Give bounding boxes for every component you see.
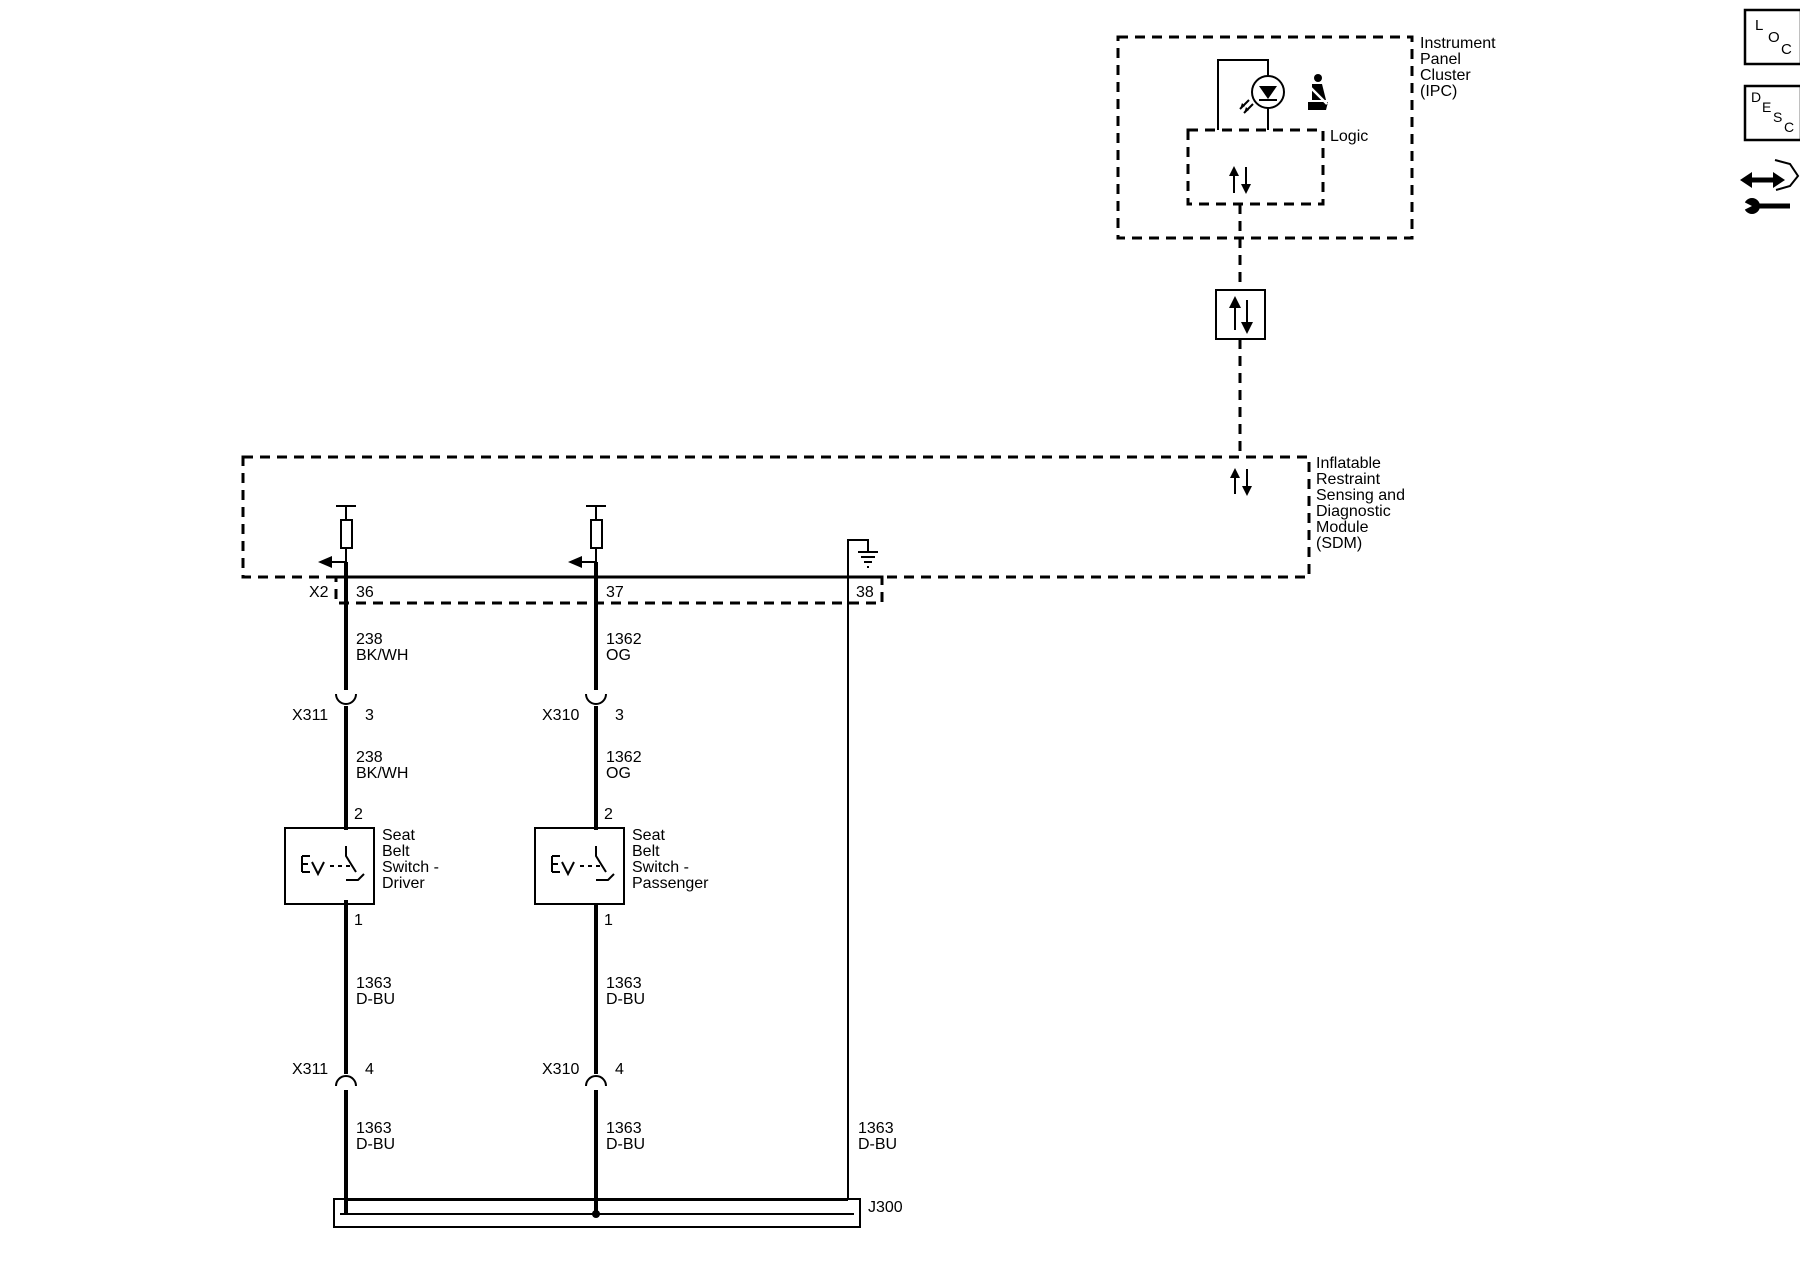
seat-belt-sensor-icon (551, 855, 560, 873)
desc-button[interactable]: D E S C (1743, 84, 1800, 142)
driver-upper-wire-color: BK/WH (356, 647, 408, 664)
connector-x2-label: X2 (309, 584, 329, 601)
inline-connector-x310-bottom[interactable] (585, 1075, 607, 1087)
seat-belt-sensor-icon (301, 855, 310, 873)
inline-connector-x311-top[interactable] (335, 693, 357, 705)
serial-data-box (1215, 289, 1266, 340)
driver-input-pullup (318, 505, 356, 568)
passenger-lower-wire-color: D-BU (606, 991, 645, 1008)
pin-37-label: 37 (606, 584, 624, 601)
passenger-switch-name-line-3: Switch - (632, 859, 689, 876)
passenger-ground-wire-circuit: 1363 (606, 1120, 642, 1137)
sdm-name-line-6: (SDM) (1316, 535, 1362, 552)
passenger-switch-pin-bottom: 1 (604, 912, 613, 929)
splice-j300[interactable]: J300 (333, 1198, 903, 1228)
driver-lower-wire-circuit: 1363 (356, 975, 392, 992)
ground-return-wire-circuit: 1363 (858, 1120, 894, 1137)
ipc-boundary (1116, 35, 1414, 240)
splice-point (592, 1210, 600, 1218)
passenger-switch-name-line-1: Seat (632, 827, 665, 844)
passenger-circuit: 1362 OG X310 3 1362 OG 2 Seat Belt Switc… (534, 562, 709, 1214)
driver-switch-name-line-4: Driver (382, 875, 425, 892)
sdm-name-line-5: Module (1316, 519, 1369, 536)
driver-inline-top-name: X311 (292, 707, 328, 724)
driver-inline-bottom-pin: 4 (365, 1061, 374, 1078)
passenger-switch-name-line-2: Belt (632, 843, 660, 860)
connector-x2-outline (334, 575, 884, 605)
sdm-name-line-1: Inflatable (1316, 455, 1381, 472)
ipc-logic-label: Logic (1330, 128, 1368, 145)
passenger-input-pullup (568, 505, 606, 568)
driver-inline-bottom-name: X311 (292, 1061, 328, 1078)
driver-mid-wire-circuit: 238 (356, 749, 383, 766)
input-arrow-icon (568, 556, 582, 568)
driver-inline-top-pin: 3 (365, 707, 374, 724)
inline-connector-x310-top[interactable] (585, 693, 607, 705)
desc-letter-d: D (1751, 89, 1761, 105)
seat-belt-indicator-lamp (1217, 59, 1285, 130)
desc-letter-s: S (1773, 109, 1782, 125)
passenger-lower-wire-circuit: 1363 (606, 975, 642, 992)
ground-return-circuit: 1363 D-BU (847, 590, 897, 1200)
passenger-inline-bottom-pin: 4 (615, 1061, 624, 1078)
passenger-ground-wire-color: D-BU (606, 1136, 645, 1153)
loc-letter-o: O (1768, 29, 1780, 46)
pin-38-label: 38 (856, 584, 874, 601)
passenger-inline-top-pin: 3 (615, 707, 624, 724)
splice-j300-label: J300 (868, 1199, 903, 1216)
driver-lower-wire-color: D-BU (356, 991, 395, 1008)
loc-button[interactable]: L O C (1743, 8, 1800, 66)
diode-icon (1259, 86, 1277, 99)
sdm-boundary (241, 455, 1311, 579)
passenger-switch-pin-top: 2 (604, 806, 613, 823)
ground-return-wire-color: D-BU (858, 1136, 897, 1153)
loc-letter-l: L (1755, 17, 1763, 34)
driver-mid-wire-color: BK/WH (356, 765, 408, 782)
sdm-name-line-3: Sensing and (1316, 487, 1405, 504)
sdm-name-line-4: Diagnostic (1316, 503, 1391, 520)
desc-letter-c: C (1784, 119, 1794, 135)
driver-switch-name-line-1: Seat (382, 827, 415, 844)
passenger-switch-name-line-4: Passenger (632, 875, 709, 892)
driver-switch-pin-bottom: 1 (354, 912, 363, 929)
driver-circuit: 238 BK/WH X311 3 238 BK/WH 2 Seat Belt S… (284, 562, 439, 1214)
passenger-inline-bottom-name: X310 (542, 1061, 579, 1078)
connector-x2: X2 36 37 38 (309, 575, 884, 605)
passenger-upper-wire-color: OG (606, 647, 631, 664)
ipc-module: Instrument Panel Cluster (IPC) Logic (1116, 35, 1496, 240)
passenger-inline-top-name: X310 (542, 707, 579, 724)
driver-upper-wire-circuit: 238 (356, 631, 383, 648)
loc-letter-c: C (1781, 41, 1792, 58)
serial-data-arrows-icon (1229, 166, 1251, 194)
pin-36-label: 36 (356, 584, 374, 601)
ipc-name-line-3: Cluster (1420, 67, 1471, 84)
passenger-mid-wire-color: OG (606, 765, 631, 782)
seat-belt-icon (1308, 74, 1328, 110)
driver-ground-wire-color: D-BU (356, 1136, 395, 1153)
ipc-name-line-2: Panel (1420, 51, 1461, 68)
passenger-mid-wire-circuit: 1362 (606, 749, 642, 766)
serial-data-box-arrows-icon (1229, 296, 1253, 334)
inline-connector-x311-bottom[interactable] (335, 1075, 357, 1087)
driver-switch-name-line-3: Switch - (382, 859, 439, 876)
sdm-serial-data-arrows-icon (1230, 468, 1252, 496)
low-reference-ground (847, 539, 878, 590)
input-arrow-icon (318, 556, 332, 568)
ipc-name-line-4: (IPC) (1420, 83, 1457, 100)
ipc-logic-box (1186, 128, 1325, 206)
driver-switch-pin-top: 2 (354, 806, 363, 823)
driver-ground-wire-circuit: 1363 (356, 1120, 392, 1137)
driver-switch-name-line-2: Belt (382, 843, 410, 860)
sdm-name-line-2: Restraint (1316, 471, 1381, 488)
desc-letter-e: E (1762, 99, 1771, 115)
serial-data-line (1215, 204, 1266, 458)
ipc-name-line-1: Instrument (1420, 35, 1496, 52)
sdm-module: Inflatable Restraint Sensing and Diagnos… (241, 455, 1405, 590)
seat-belt-switch-passenger[interactable]: 2 Seat Belt Switch - Passenger 1 (534, 806, 709, 929)
connector-repair-icon[interactable] (1740, 159, 1800, 214)
passenger-upper-wire-circuit: 1362 (606, 631, 642, 648)
seat-belt-switch-driver[interactable]: 2 Seat Belt Switch - Driver 1 (284, 806, 439, 929)
